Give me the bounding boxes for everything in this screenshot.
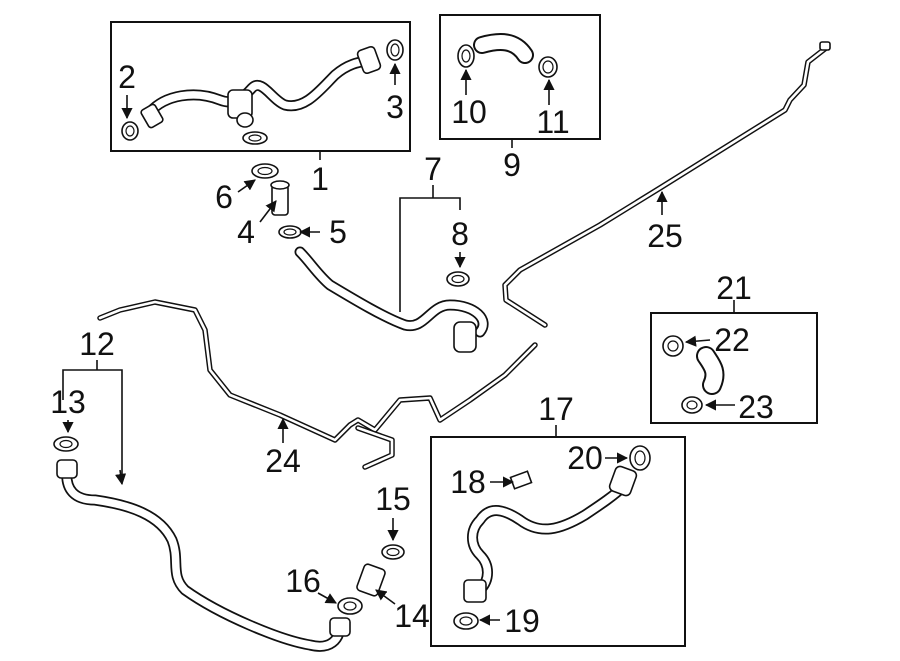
callout-22: 22 [714, 322, 750, 358]
callout-24: 24 [265, 443, 301, 479]
callout-25: 25 [647, 218, 683, 254]
part-10-seal [457, 44, 475, 68]
callout-2: 2 [118, 59, 136, 95]
part-11-clamp [538, 56, 558, 78]
group-box-1 [110, 21, 411, 152]
part-16-seal [337, 597, 363, 615]
part-5-clamp [278, 225, 302, 239]
group-box-17 [430, 436, 686, 647]
part-9-elbow-hose [473, 33, 534, 64]
callout-20: 20 [567, 440, 603, 476]
callout-4: 4 [237, 214, 255, 250]
part-12-hose [56, 459, 351, 652]
part-25-pipe [502, 41, 831, 328]
callout-8: 8 [451, 216, 469, 252]
callout-1: 1 [311, 161, 329, 197]
leader-lines [62, 62, 735, 626]
callout-18: 18 [450, 464, 486, 500]
group-box-9 [439, 14, 601, 140]
part-15-seal [381, 544, 405, 560]
callout-16: 16 [285, 563, 321, 599]
part-2-seal [121, 121, 139, 141]
part-19-seal [453, 612, 479, 630]
callout-3: 3 [386, 89, 404, 125]
part-3-seal [386, 39, 404, 61]
callout-6: 6 [215, 179, 233, 215]
callout-9: 9 [503, 147, 521, 183]
part-24-pipe [97, 299, 538, 470]
callout-10: 10 [451, 94, 487, 130]
part-1-hose-assembly [140, 45, 382, 145]
callout-21: 21 [716, 270, 752, 306]
part-22-clamp [662, 335, 684, 357]
part-6-seal [251, 163, 279, 179]
part-7-hose [294, 246, 489, 353]
callout-5: 5 [329, 214, 347, 250]
part-14-connector [356, 563, 386, 597]
callout-15: 15 [375, 481, 411, 517]
part-23-seal [681, 396, 703, 414]
part-18-bracket [509, 470, 533, 490]
part-8-seal [446, 271, 470, 287]
part-13-seal [53, 436, 79, 452]
callout-13: 13 [50, 384, 86, 420]
callout-23: 23 [738, 389, 774, 425]
part-20-seal [629, 445, 651, 471]
callout-7: 7 [424, 151, 442, 187]
callout-14: 14 [394, 598, 430, 634]
part-17-hose [463, 465, 638, 603]
callout-17: 17 [538, 391, 574, 427]
callout-11: 11 [536, 104, 569, 140]
part-4-connector [270, 180, 290, 216]
part-21-hose [696, 346, 725, 395]
callout-19: 19 [504, 603, 540, 639]
callout-12: 12 [79, 326, 115, 362]
